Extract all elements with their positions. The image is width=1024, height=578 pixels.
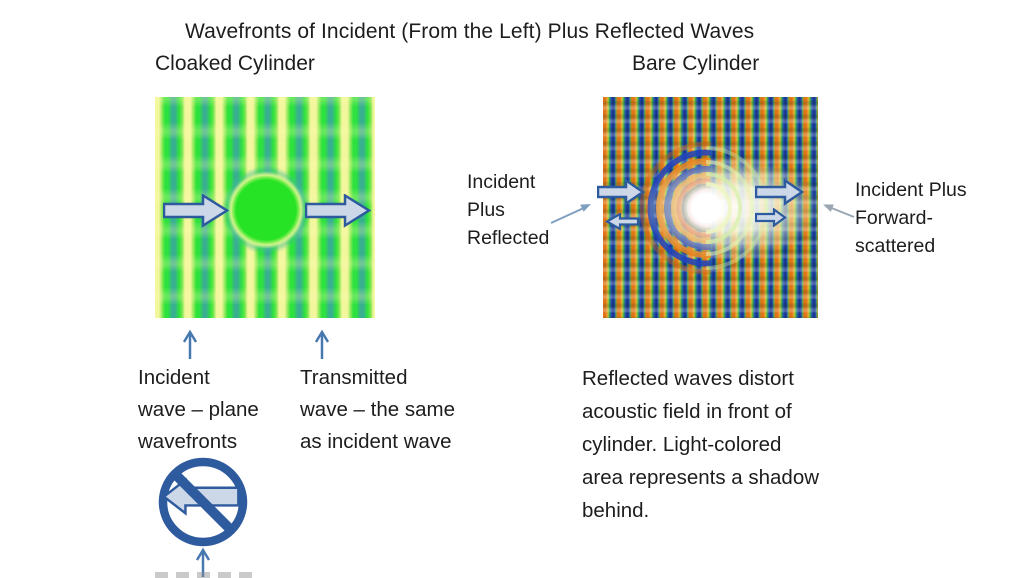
incident-up-arrow-icon [182, 329, 198, 359]
incident-plus-forward-scattered-label: Incident Plus Forward- scattered [855, 179, 967, 257]
scattering-overlay [639, 141, 818, 275]
cutoff-text-fragment [155, 572, 257, 578]
right-panel-label: Bare Cylinder [632, 52, 760, 75]
reflected-waves-caption: Reflected waves distort acoustic field i… [582, 367, 820, 522]
bare-cylinder-image [603, 97, 818, 318]
cloaked-cylinder-image [155, 97, 375, 318]
bare-cylinder-circle [691, 193, 721, 223]
transmitted-up-arrow-icon [314, 329, 330, 359]
left-panel-label: Cloaked Cylinder [155, 52, 315, 75]
reflected-pointer-arrow-icon [550, 204, 591, 224]
incident-plus-reflected-label: Incident Plus Reflected [467, 171, 550, 249]
figure-title: Wavefronts of Incident (From the Left) P… [185, 20, 755, 43]
cloaked-cylinder-circle [222, 166, 310, 254]
incident-wave-caption: Incident wave – plane wavefronts [138, 366, 259, 453]
forward-pointer-arrow-icon [823, 204, 855, 218]
no-reflected-wave-icon [158, 457, 248, 547]
transmitted-wave-caption: Transmitted wave – the same as incident … [300, 366, 455, 453]
